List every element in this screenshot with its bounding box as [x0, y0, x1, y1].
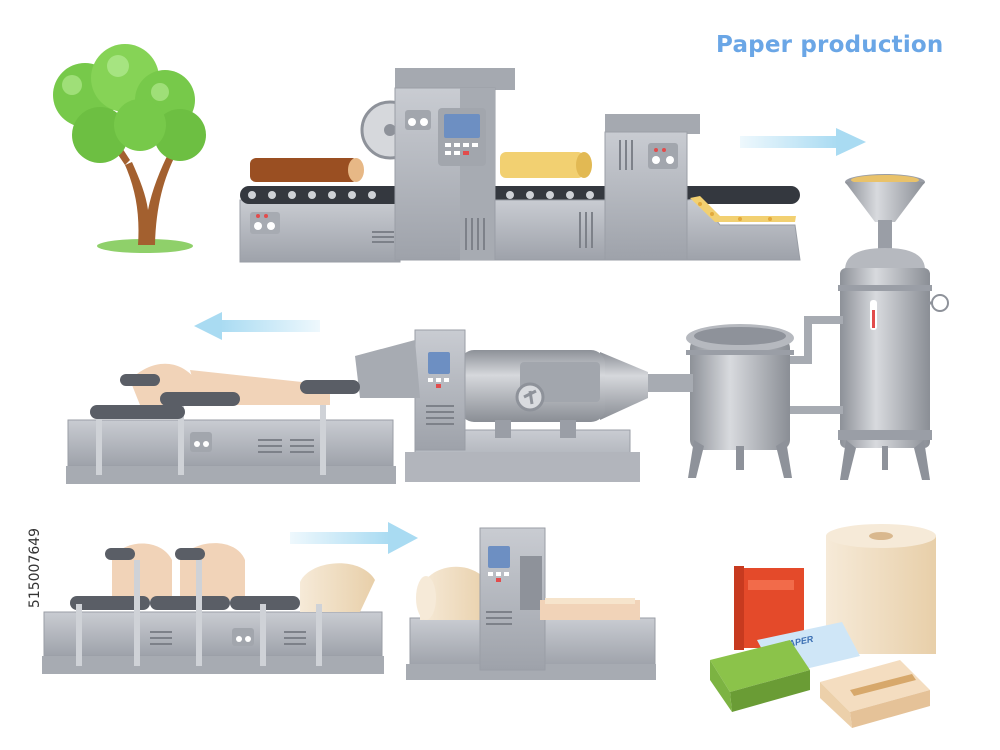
arrow-right-top	[740, 128, 866, 156]
paper-roller-line-icon	[42, 543, 384, 674]
pipes	[790, 316, 843, 414]
arrow-left-middle	[194, 312, 320, 340]
page-title: Paper production	[716, 32, 944, 58]
paper-press-rollers-icon	[66, 363, 396, 484]
pulp-vat-icon	[645, 324, 794, 478]
paper-cutter-machine-icon	[406, 527, 656, 680]
pulp-cylinder-machine-icon	[355, 329, 648, 482]
chipper-machine-icon	[579, 114, 801, 261]
hopper-tank-icon	[838, 174, 949, 480]
log-icon	[250, 152, 592, 182]
paper-products-icon: PAPER	[710, 524, 936, 728]
main-saw-tower	[394, 68, 606, 261]
tree-icon	[53, 44, 206, 253]
arrow-right-bottom	[290, 522, 418, 554]
